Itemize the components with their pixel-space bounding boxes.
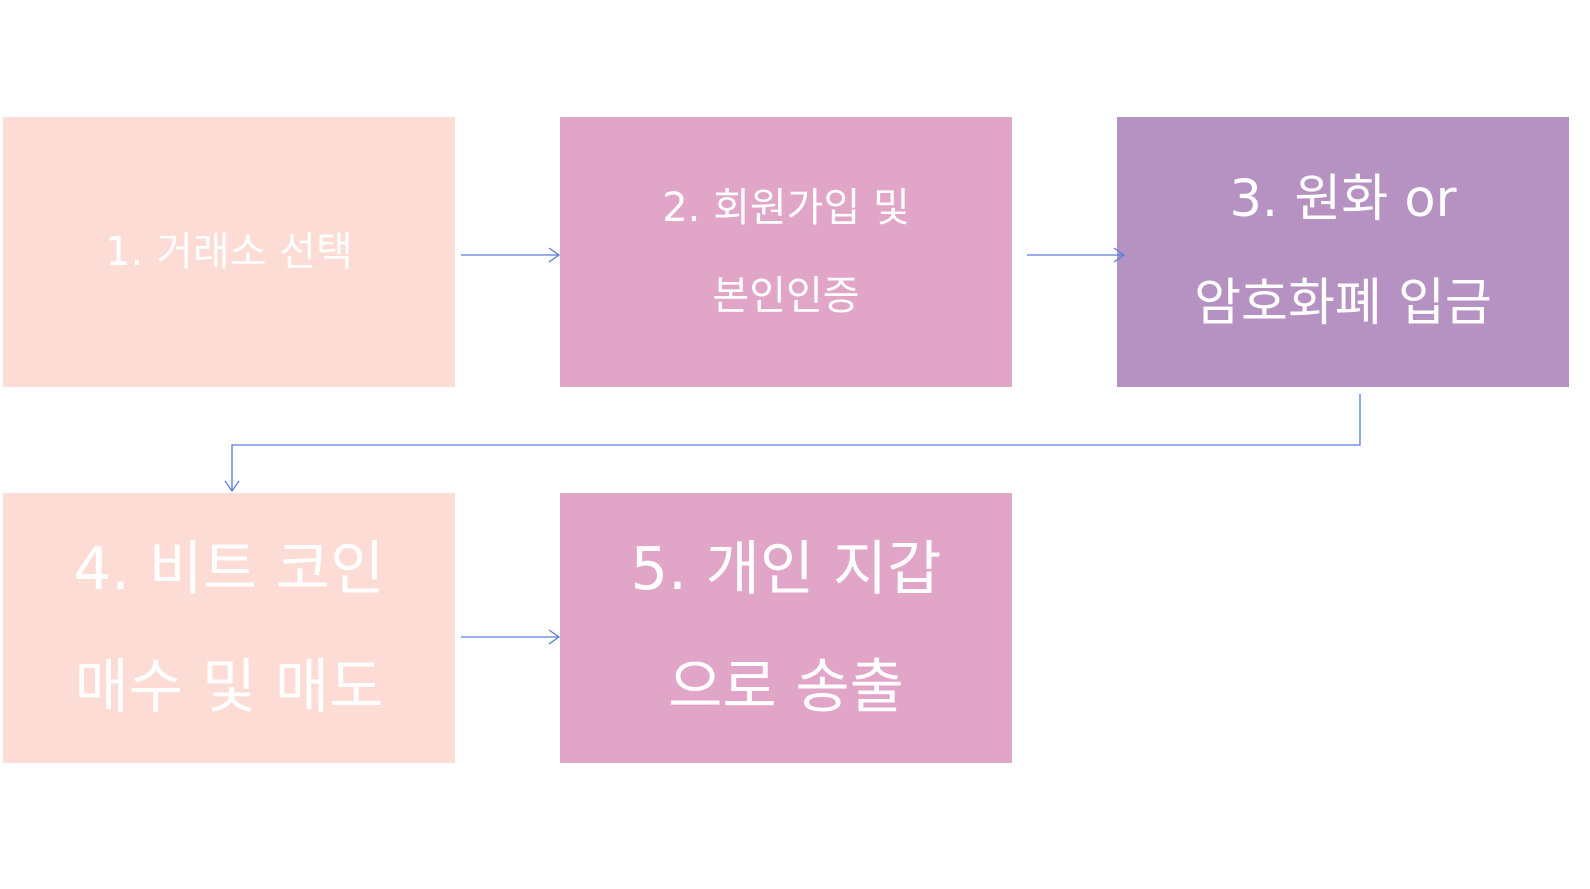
step-1-label: 1. 거래소 선택 [105, 229, 353, 275]
step-2-label-line-1: 2. 회원가입 및 [662, 185, 910, 231]
arrow-step-3-to-4 [224, 394, 1361, 493]
step-4-box: 4. 비트 코인 매수 및 매도 [3, 493, 455, 763]
step-3-label-line-1: 3. 원화 or [1229, 170, 1457, 229]
step-4-label-line-1: 4. 비트 코인 [73, 534, 385, 603]
step-2-box: 2. 회원가입 및 본인인증 [560, 117, 1012, 387]
step-4-label-line-2: 매수 및 매도 [74, 652, 384, 721]
step-5-label-line-2: 으로 송출 [668, 652, 904, 721]
step-5-box: 5. 개인 지갑 으로 송출 [560, 493, 1012, 763]
arrow-step-4-to-5 [461, 629, 561, 645]
step-3-label-line-2: 암호화폐 입금 [1194, 274, 1492, 333]
step-1-box: 1. 거래소 선택 [3, 117, 455, 387]
step-3-box: 3. 원화 or 암호화폐 입금 [1117, 117, 1569, 387]
step-2-label-line-2: 본인인증 [712, 273, 860, 319]
arrow-step-2-to-3 [1027, 247, 1126, 263]
arrow-step-1-to-2 [461, 247, 561, 263]
step-5-label-line-1: 5. 개인 지갑 [630, 534, 942, 603]
